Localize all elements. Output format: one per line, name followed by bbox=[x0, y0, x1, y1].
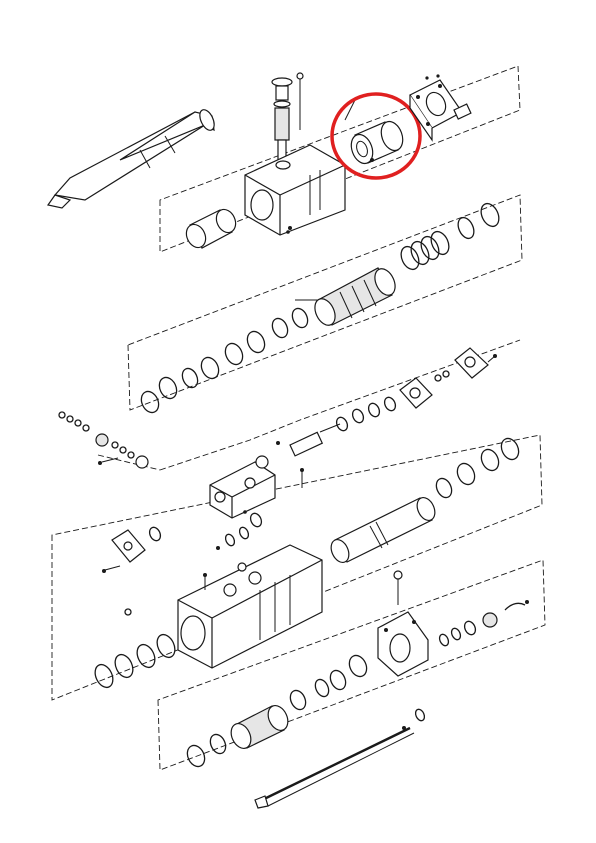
body-seal-rings bbox=[94, 512, 263, 689]
guide-sleeve bbox=[185, 208, 290, 249]
through-rod bbox=[254, 708, 426, 809]
front-head-small-parts bbox=[438, 600, 529, 647]
cylinder-body bbox=[177, 544, 323, 669]
sleeve-seal-rings bbox=[435, 437, 520, 499]
accumulator-valve-cap bbox=[399, 347, 497, 409]
lower-piston bbox=[230, 705, 289, 749]
front-head bbox=[377, 570, 429, 677]
assembly-guide-lines bbox=[51, 65, 546, 771]
lower-seal-rings bbox=[186, 654, 368, 768]
cylinder-sleeve bbox=[330, 497, 436, 563]
chisel-tool bbox=[46, 109, 215, 209]
control-valve-small-parts bbox=[58, 411, 149, 469]
middle-valve-block bbox=[209, 441, 280, 519]
piston-seal-rings bbox=[140, 202, 500, 414]
side-cover-plate bbox=[102, 526, 162, 573]
highlight-circle bbox=[330, 92, 422, 180]
bushing bbox=[344, 99, 404, 165]
top-spool-assembly bbox=[271, 72, 304, 163]
pilot-spool bbox=[289, 423, 341, 488]
main-piston-assembly bbox=[295, 267, 396, 326]
end-cap-plate bbox=[409, 74, 472, 142]
upper-valve-body bbox=[244, 144, 346, 236]
small-o-rings bbox=[335, 396, 397, 432]
